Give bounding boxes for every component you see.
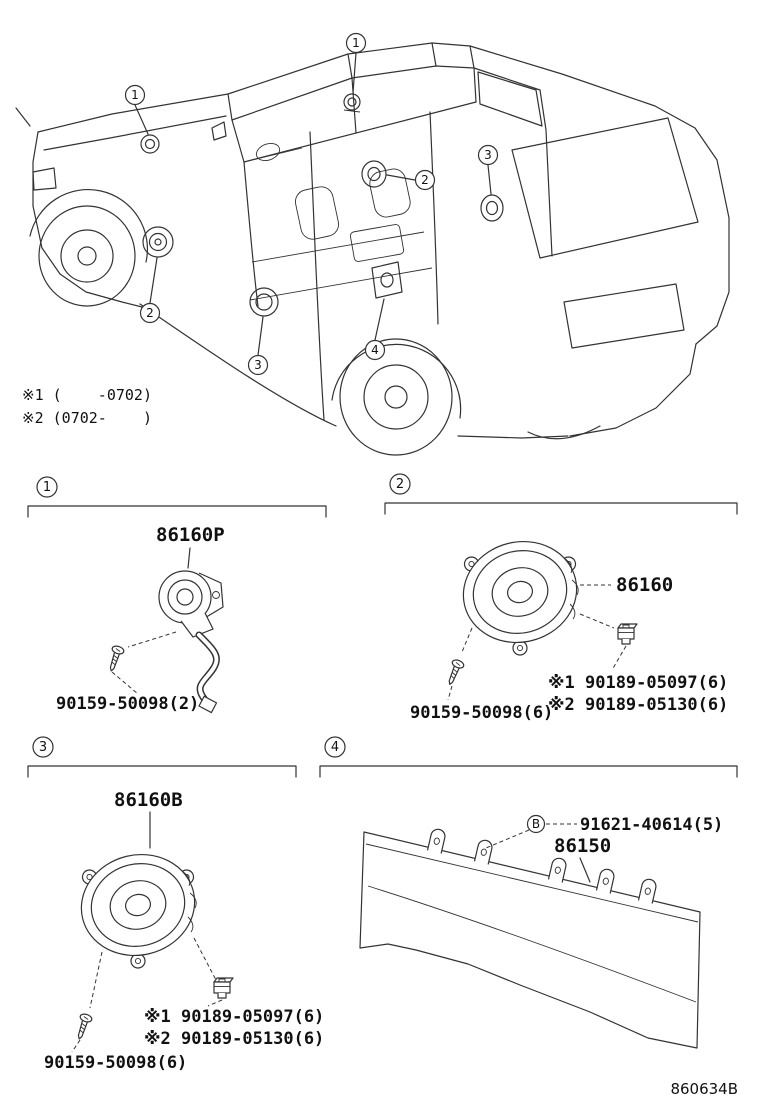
- note-variant-1: ※1 ( -0702): [22, 386, 152, 404]
- callout-2-left: 2: [139, 302, 161, 324]
- callout-1-top: 1: [345, 32, 367, 54]
- section-2-part-number: 86160: [616, 574, 673, 596]
- car-body-outline: [15, 42, 730, 439]
- section-4-part-number: 86150: [554, 835, 611, 857]
- section-1-screw-part-number: 90159-50098(2): [56, 694, 199, 714]
- car-wheels: [29, 188, 601, 456]
- doc-id: 860634B: [670, 1080, 738, 1098]
- section-4-number: 4: [331, 740, 339, 755]
- section-2-screw-part-number: 90159-50098(6): [410, 703, 553, 723]
- speaker-panel-drawing: [359, 827, 701, 1049]
- screw-icon-s3: [72, 1012, 94, 1042]
- speaker-drawing-86160: [451, 529, 589, 656]
- callout-leader-lines: [134, 52, 492, 356]
- screw-icon-s2: [443, 657, 466, 688]
- tweeter-drawing: [158, 570, 224, 714]
- clip-icon-s2: [617, 623, 638, 645]
- car-interior: [243, 142, 433, 301]
- callout-1-left: 1: [124, 84, 146, 106]
- section-3-number: 3: [39, 740, 47, 755]
- callout-3-bottom: 3: [247, 354, 269, 376]
- section-3-header: 3: [27, 736, 297, 778]
- section-3-screw-part-number: 90159-50098(6): [44, 1053, 187, 1073]
- callout-2-left-label: 2: [146, 306, 154, 320]
- fastener-badge-letter: B: [532, 817, 540, 831]
- note-variant-2: ※2 (0702- ): [22, 409, 152, 427]
- section-4: 4 B 91621-40614(5) 86150: [319, 736, 738, 1049]
- section-2-clip-part-number-v2: ※2 90189-05130(6): [548, 695, 728, 715]
- section-4-header: 4: [319, 736, 738, 778]
- callout-4: 4: [364, 339, 386, 361]
- speaker-drawing-86160b: [69, 842, 207, 969]
- vehicle-overview: 1 1 2 2 3 3 4: [15, 32, 730, 456]
- section-2-number: 2: [396, 477, 404, 492]
- section-3: 3 86160B ※1 90189-05097(6) ※2 90189-0513…: [27, 736, 324, 1073]
- callout-4-label: 4: [371, 343, 379, 357]
- applicability-notes: ※1 ( -0702) ※2 (0702- ): [22, 386, 152, 427]
- screw-icon-s1: [104, 644, 126, 674]
- section-1-part-number: 86160P: [156, 524, 225, 546]
- callout-3-right: 3: [477, 144, 499, 166]
- section-2: 2 86160 90159-50098(6) ※1 90189-05097(6)…: [384, 473, 738, 723]
- callout-3-right-label: 3: [484, 148, 492, 162]
- section-1-header: 1: [27, 476, 327, 518]
- section-4-fastener-part-number: 91621-40614(5): [580, 815, 723, 835]
- car-speaker-markers: [140, 93, 504, 317]
- callout-1-top-label: 1: [352, 36, 360, 50]
- section-1-number: 1: [43, 480, 51, 495]
- section-3-clip-part-number-v1: ※1 90189-05097(6): [144, 1007, 324, 1027]
- section-2-clip-part-number-v1: ※1 90189-05097(6): [548, 673, 728, 693]
- callout-2-right-label: 2: [421, 173, 429, 187]
- fastener-badge: B: [526, 814, 546, 834]
- callout-2-right: 2: [414, 169, 436, 191]
- section-2-header: 2: [384, 473, 738, 515]
- car-callouts: 1 1 2 2 3 3 4: [124, 32, 499, 376]
- section-3-part-number: 86160B: [114, 789, 183, 811]
- section-1: 1 86160P 90159-50098(2): [27, 476, 327, 714]
- section-3-clip-part-number-v2: ※2 90189-05130(6): [144, 1029, 324, 1049]
- clip-icon-s3: [213, 977, 234, 999]
- callout-3-bottom-label: 3: [254, 358, 262, 372]
- callout-1-left-label: 1: [131, 88, 139, 102]
